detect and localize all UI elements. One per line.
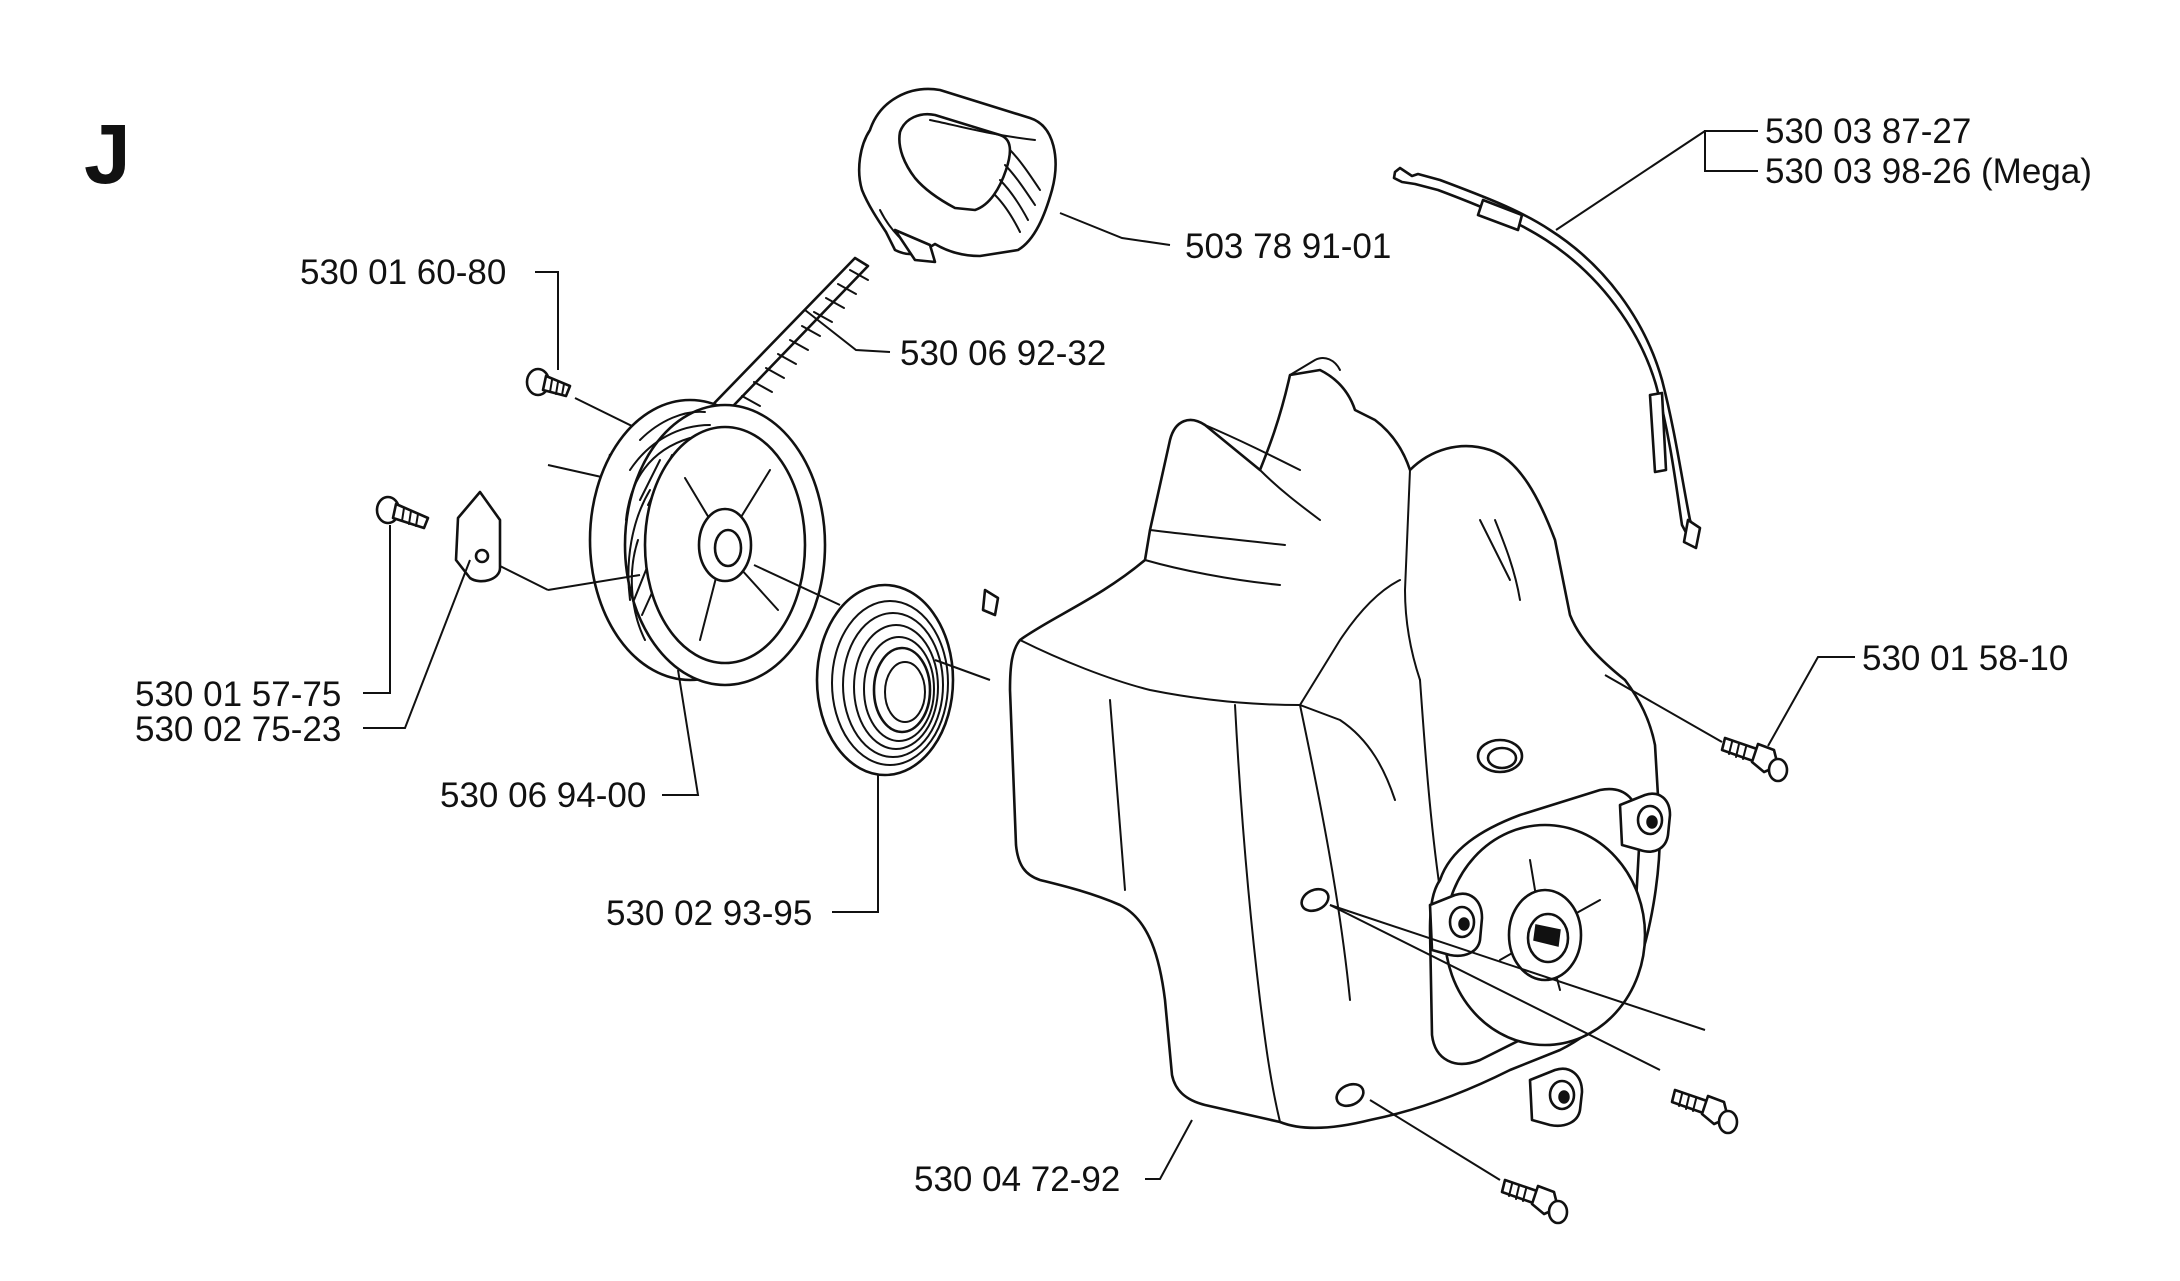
label-housing-screw: 530 01 58-10: [1862, 639, 2068, 678]
screw-top-part: [525, 367, 641, 431]
starter-rope-part: [694, 256, 870, 432]
label-rewind-spring: 530 02 93-95: [606, 894, 812, 933]
pulley-part: [547, 398, 841, 687]
pawl-part: [454, 490, 549, 591]
leader-lines: [363, 130, 1855, 1180]
rewind-spring-part: [815, 583, 1000, 777]
housing-screw-middle: [1670, 1088, 1739, 1135]
label-screw-left: 530 01 57-75: [135, 675, 341, 714]
starter-handle-part: [857, 87, 1057, 264]
label-pulley: 530 06 94-00: [440, 776, 646, 815]
screw-left-part: [375, 495, 430, 530]
label-pawl: 530 02 75-23: [135, 710, 341, 749]
label-starter-housing: 530 04 72-92: [914, 1160, 1120, 1199]
label-wire-cable-mega: 530 03 98-26 (Mega): [1765, 152, 2092, 191]
wire-cable-part: [1392, 166, 1702, 550]
label-screw-top: 530 01 60-80: [300, 253, 506, 292]
section-letter: J: [84, 107, 131, 201]
housing-screw-upper: [1604, 674, 1789, 783]
housing-screw-lower: [1500, 1178, 1569, 1225]
label-starter-rope: 530 06 92-32: [900, 334, 1106, 373]
label-starter-handle: 503 78 91-01: [1185, 227, 1391, 266]
starter-housing-part: [1008, 357, 1706, 1181]
label-wire-cable: 530 03 87-27: [1765, 112, 1971, 151]
